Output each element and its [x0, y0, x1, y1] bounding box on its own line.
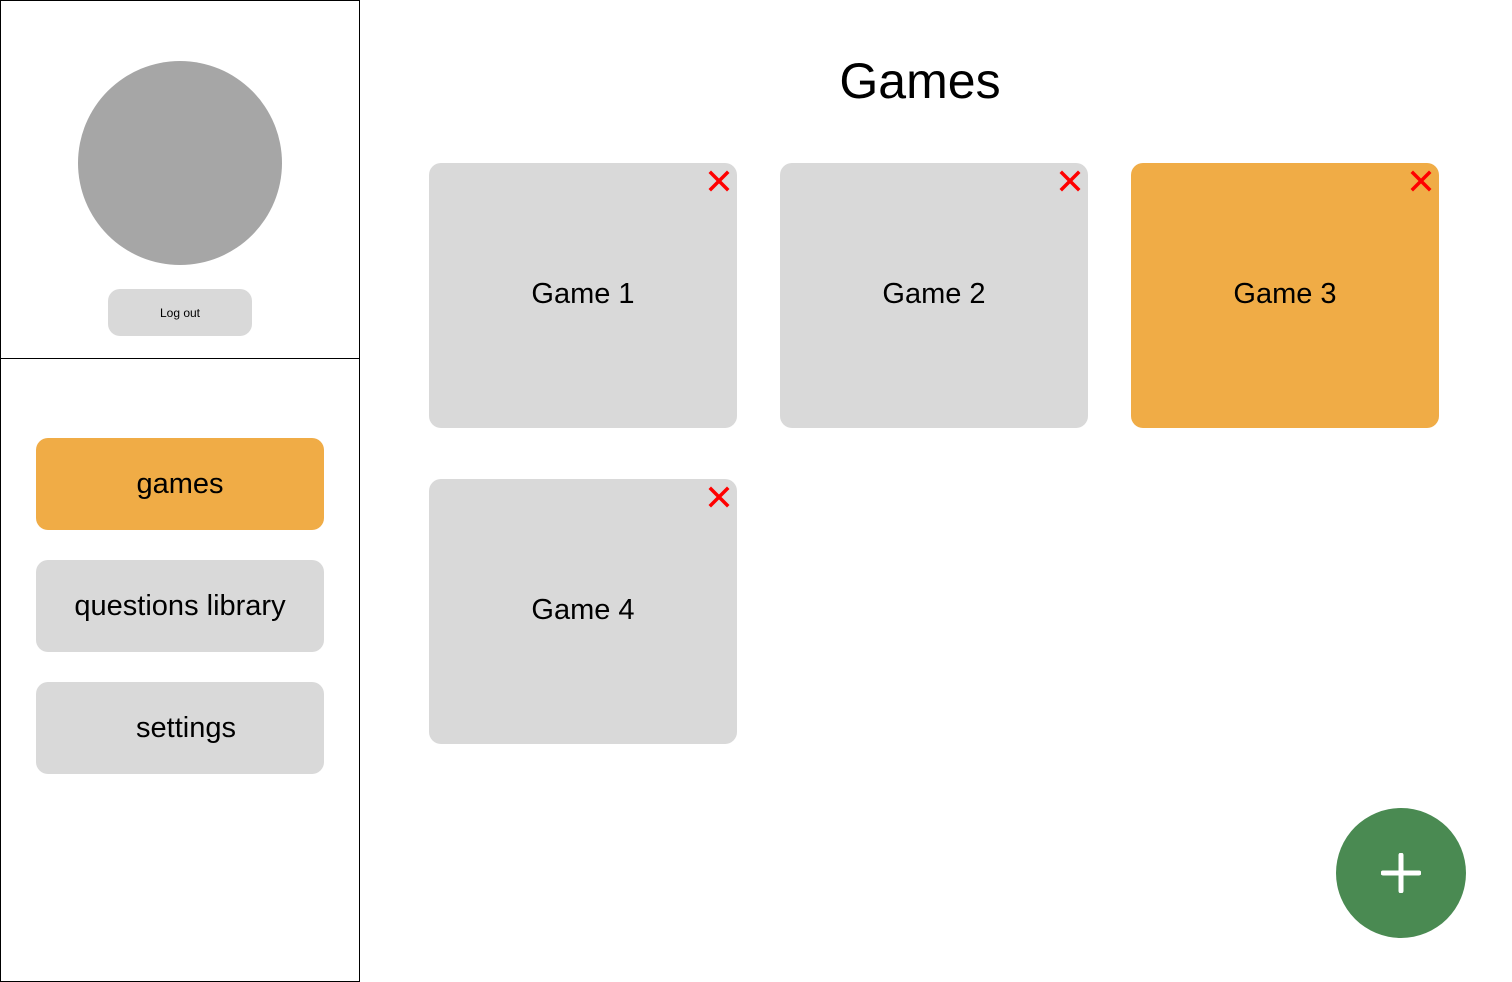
game-title: Game 3: [1233, 278, 1337, 310]
game-title: Game 4: [531, 594, 635, 626]
nav-item-label: games: [136, 467, 224, 500]
nav-item-label: questions library: [74, 589, 286, 622]
close-icon: [1059, 170, 1081, 192]
delete-game-button[interactable]: [1058, 169, 1082, 193]
plus-icon: [1381, 853, 1421, 893]
delete-game-button[interactable]: [707, 169, 731, 193]
profile-panel: Log out: [1, 1, 359, 359]
sidebar: Log out games questions library settings: [0, 0, 360, 982]
close-icon: [1410, 170, 1432, 192]
nav-item-games[interactable]: games: [36, 438, 324, 530]
close-icon: [708, 486, 730, 508]
nav-item-questions-library[interactable]: questions library: [36, 560, 324, 652]
page-title: Games: [839, 53, 1001, 109]
logout-button[interactable]: Log out: [108, 289, 252, 336]
game-title: Game 1: [531, 278, 635, 310]
delete-game-button[interactable]: [707, 485, 731, 509]
delete-game-button[interactable]: [1409, 169, 1433, 193]
game-card-3[interactable]: Game 3: [1131, 163, 1439, 428]
game-title: Game 2: [882, 278, 986, 310]
nav-item-settings[interactable]: settings: [36, 682, 324, 774]
close-icon: [708, 170, 730, 192]
nav-item-label: settings: [136, 711, 236, 744]
add-game-button[interactable]: [1336, 808, 1466, 938]
game-card-4[interactable]: Game 4: [429, 479, 737, 744]
avatar[interactable]: [78, 61, 282, 265]
game-card-2[interactable]: Game 2: [780, 163, 1088, 428]
game-card-1[interactable]: Game 1: [429, 163, 737, 428]
